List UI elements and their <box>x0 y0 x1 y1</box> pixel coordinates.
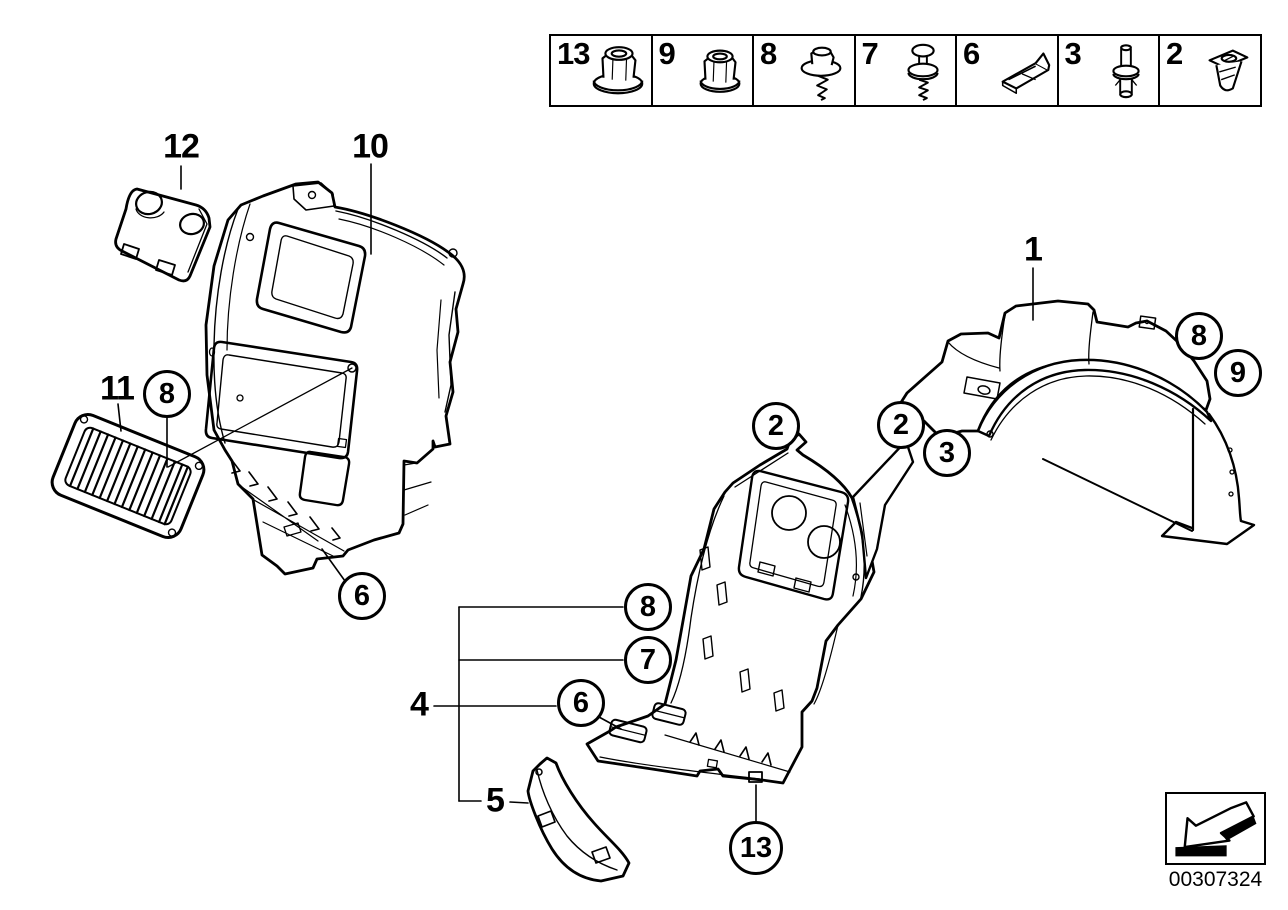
callout-8-arch: 8 <box>1175 312 1223 360</box>
legend-number: 9 <box>658 36 676 71</box>
flange-nut-icon <box>699 49 740 93</box>
legend-number: 13 <box>557 36 590 71</box>
part-label-12: 12 <box>163 127 200 166</box>
callout-7-bracket: 7 <box>624 636 672 684</box>
part-1-wheel-arch-liner-drawing <box>851 299 1256 580</box>
legend-number: 3 <box>1064 36 1082 71</box>
callout-2-arch: 2 <box>877 401 925 449</box>
direction-stamp-box <box>1165 792 1266 865</box>
expanding-screw-rivet-icon <box>906 43 939 101</box>
part-10-side-panel-drawing <box>204 180 466 576</box>
legend-cell-7: 7 <box>853 34 958 107</box>
drawing-number: 00307324 <box>1168 868 1263 891</box>
callout-4-bracket <box>433 606 624 804</box>
expanding-rivet-icon <box>1111 44 1140 99</box>
part-2-wheelhouse-liner-drawing <box>585 432 876 785</box>
part-12-cover-drawing <box>114 187 212 283</box>
legend-number: 8 <box>760 36 777 71</box>
clip-nut-icon <box>1001 52 1051 95</box>
leader-lines <box>117 163 1034 823</box>
legend-cell-2: 2 <box>1158 34 1262 107</box>
callout-8-bracket: 8 <box>624 583 672 631</box>
callout-2-center: 2 <box>752 402 800 450</box>
legend-cell-3: 3 <box>1056 34 1161 107</box>
part-label-11: 11 <box>100 369 135 408</box>
nut-with-large-washer-icon <box>592 46 644 95</box>
fastener-legend-table: 13 9 8 <box>549 34 1262 107</box>
part-label-4: 4 <box>410 685 429 724</box>
arrow-down-left-icon <box>1175 801 1257 857</box>
callout-3-arch: 3 <box>923 429 971 477</box>
legend-number: 6 <box>963 36 980 71</box>
legend-cell-9: 9 <box>650 34 755 107</box>
callout-6-panel: 6 <box>338 572 386 620</box>
legend-cell-8: 8 <box>752 34 856 107</box>
callout-6-tray: 6 <box>557 679 605 727</box>
expanding-nut-icon <box>1208 49 1249 92</box>
callout-9-arch: 9 <box>1214 349 1262 397</box>
screw-with-washer-icon <box>800 46 842 101</box>
part-5-mud-flap-drawing <box>526 756 631 883</box>
callout-13-bottom: 13 <box>729 821 783 875</box>
legend-number: 7 <box>861 36 879 71</box>
part-label-1: 1 <box>1024 230 1043 269</box>
legend-cell-6: 6 <box>955 34 1059 107</box>
legend-number: 2 <box>1166 36 1183 71</box>
part-label-10: 10 <box>352 127 389 166</box>
part-11-vent-grille-drawing <box>50 413 206 539</box>
callout-8-grille: 8 <box>143 370 191 418</box>
part-label-5: 5 <box>486 781 505 820</box>
legend-cell-13: 13 <box>549 34 653 107</box>
